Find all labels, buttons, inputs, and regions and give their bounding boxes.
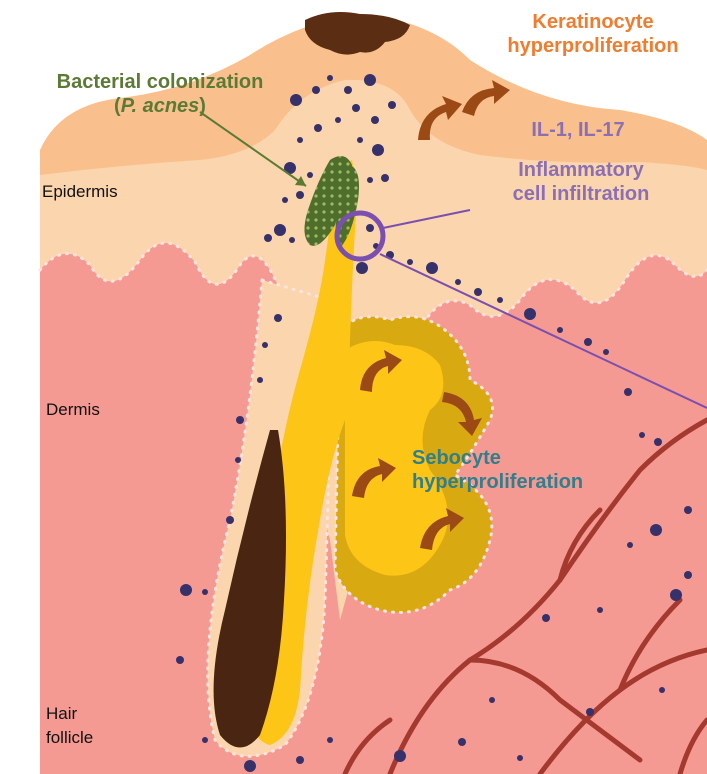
interleukin-label: IL-1, IL-17	[508, 118, 648, 142]
bacterial-species: P. acnes	[121, 95, 200, 117]
epidermis-label: Epidermis	[42, 182, 118, 202]
bacterial-colonization-title: Bacterial colonization	[22, 70, 298, 94]
keratinocyte-label: Keratinocyte hyperproliferation	[478, 10, 707, 58]
inflammatory-infiltration-label: Inflammatory cell infiltration	[486, 158, 676, 206]
sebocyte-label: Sebocyte hyperproliferation	[412, 446, 642, 494]
bacterial-colonization-label: Bacterial colonization (P. acnes)	[22, 70, 298, 118]
dermis-label: Dermis	[46, 400, 100, 420]
bacterial-species-line: (P. acnes)	[22, 94, 298, 118]
hair-follicle-label: Hair follicle	[46, 702, 93, 750]
